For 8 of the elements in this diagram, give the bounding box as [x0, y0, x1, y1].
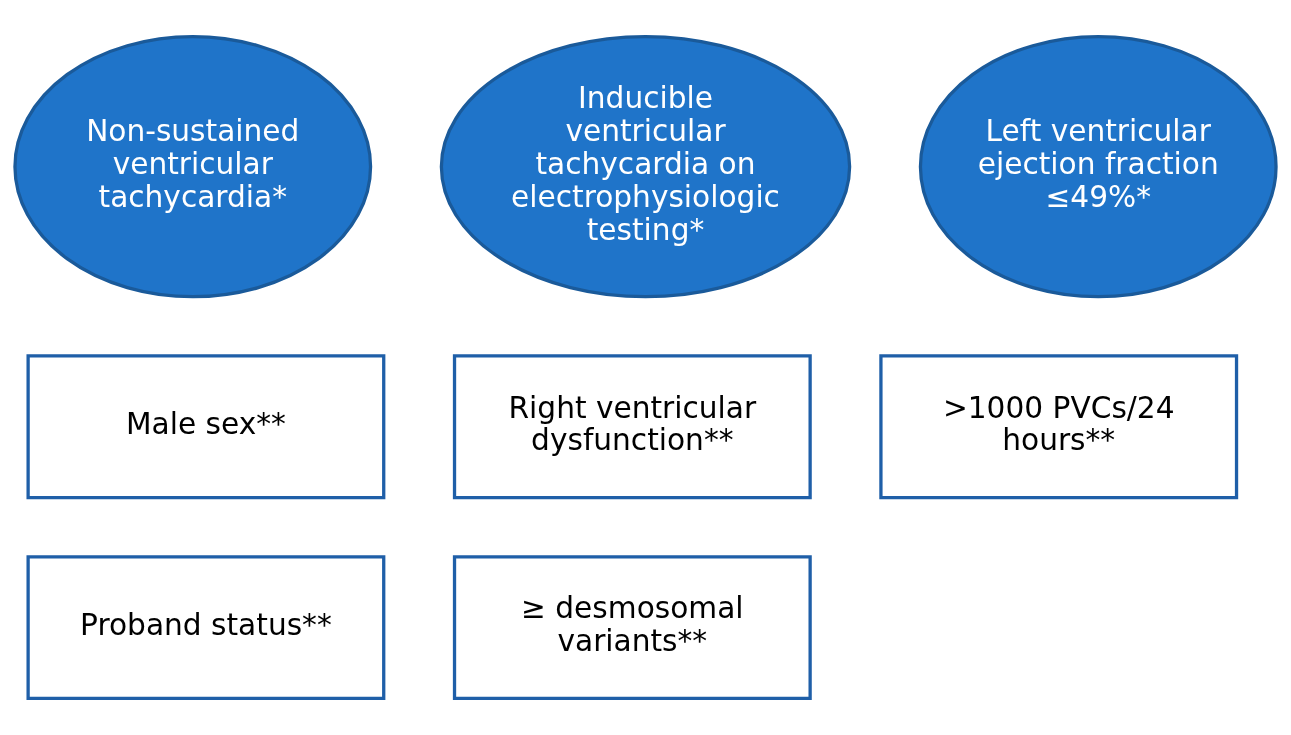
node-box: Right ventricular dysfunction** — [452, 354, 812, 500]
node-box: ≥ desmosomal variants** — [452, 555, 812, 701]
node-ellipse: Left ventricular ejection fraction ≤49%* — [918, 34, 1278, 299]
node-box: Proband status** — [26, 555, 386, 701]
node-box: >1000 PVCs/24 hours** — [879, 354, 1239, 500]
node-ellipse: Non-sustained ventricular tachycardia* — [13, 34, 373, 299]
node-box: Male sex** — [26, 354, 386, 500]
node-ellipse: Inducible ventricular tachycardia on electrophysiologic testing* — [439, 34, 852, 299]
